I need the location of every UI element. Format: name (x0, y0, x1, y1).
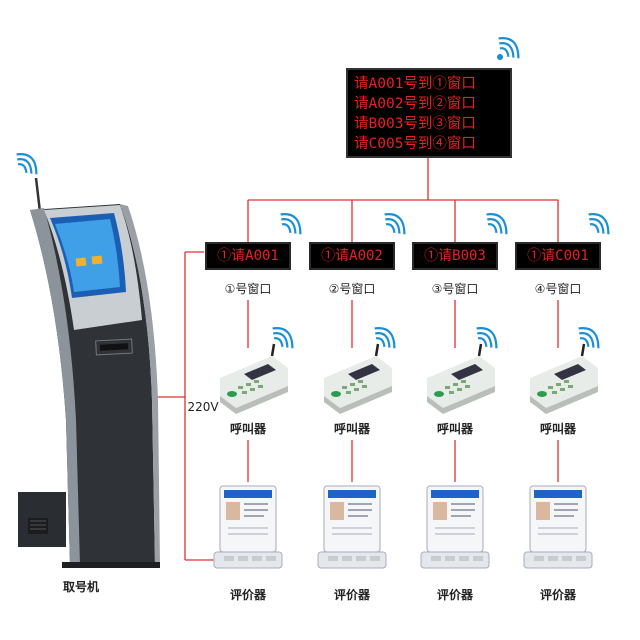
evaluator-label: 评价器 (229, 588, 266, 602)
wifi-icon (16, 153, 38, 175)
caller-device (324, 343, 392, 414)
evaluator-label: 评价器 (436, 588, 473, 602)
caller-label: 呼叫器 (539, 422, 576, 436)
wifi-icon (280, 213, 302, 235)
evaluator-label: 评价器 (333, 588, 370, 602)
wifi-icon (486, 213, 508, 235)
window-led-display-4: ①请C001 (515, 242, 601, 270)
main-led-display: 请A001号到①窗口 请A002号到②窗口 请B003号到③窗口 请C005号到… (346, 68, 512, 158)
window-label-3: ③号窗口 (431, 282, 479, 296)
evaluator-label: 评价器 (539, 588, 576, 602)
caller-label: 呼叫器 (436, 422, 473, 436)
evaluator-device (420, 485, 490, 569)
evaluator-device (213, 485, 283, 569)
led-line: 请A002号到②窗口 (354, 96, 476, 112)
wifi-icon (272, 327, 294, 349)
window-led-display-2: ①请A002 (309, 242, 395, 270)
caller-device (427, 343, 495, 414)
wifi-icon (476, 327, 498, 349)
evaluator-device (317, 485, 387, 569)
window-led-display-1: ①请A001 (205, 242, 291, 270)
caller-label: 呼叫器 (333, 422, 370, 436)
power-label: 220V (187, 400, 219, 414)
caller-device (220, 343, 288, 414)
window-label-4: ④号窗口 (534, 282, 582, 296)
window-label-2: ②号窗口 (328, 282, 376, 296)
window-label-1: ①号窗口 (224, 282, 272, 296)
evaluator-device (523, 485, 593, 569)
wifi-icon (578, 327, 600, 349)
wifi-icon (374, 327, 396, 349)
kiosk-label: 取号机 (62, 580, 99, 594)
kiosk-machine (18, 177, 160, 568)
led-line: 请A001号到①窗口 (354, 76, 476, 92)
window-led-display-3: ①请B003 (412, 242, 498, 270)
caller-device (530, 343, 598, 414)
wiring (155, 158, 559, 561)
wifi-icon (588, 213, 610, 235)
led-line: 请C005号到④窗口 (354, 136, 476, 152)
led-line: 请B003号到③窗口 (354, 116, 476, 132)
wifi-icon (384, 213, 406, 235)
wifi-icon (497, 37, 520, 60)
caller-label: 呼叫器 (229, 422, 266, 436)
